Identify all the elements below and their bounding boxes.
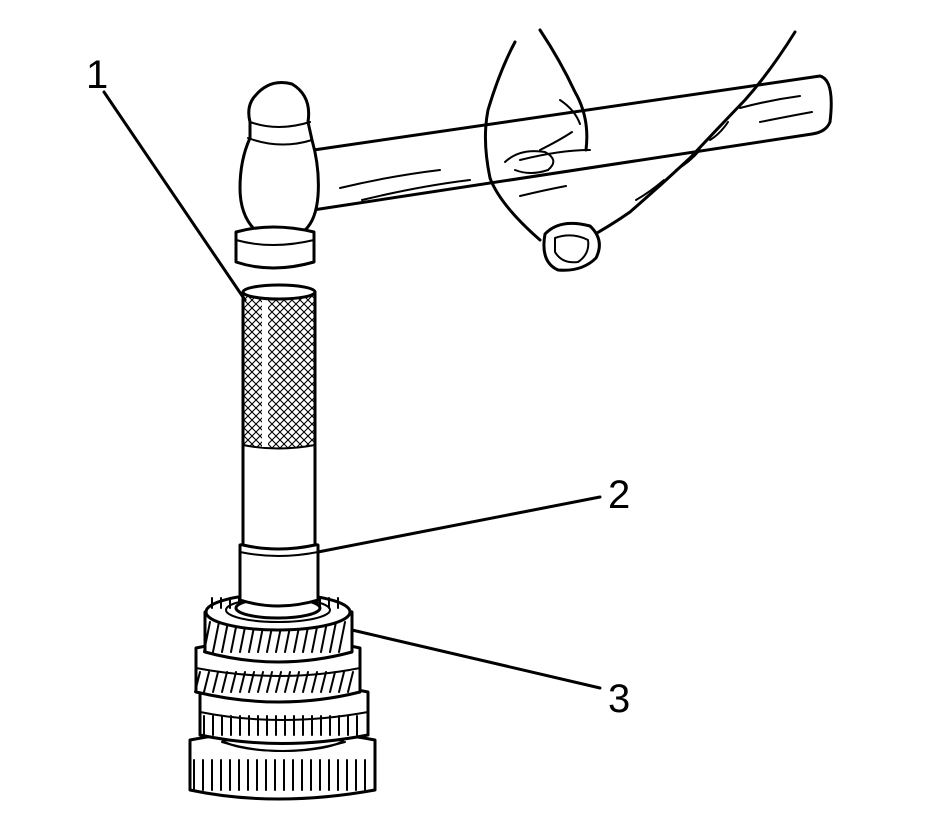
callout-2: 2 <box>608 473 630 517</box>
gear-tooth <box>203 671 210 693</box>
leader-line-2 <box>316 495 602 554</box>
gear-tooth <box>230 671 237 693</box>
gear-tooth <box>194 671 201 693</box>
top-gear <box>203 592 354 664</box>
callout-labels: 1 2 3 <box>86 53 630 721</box>
gear-tooth <box>212 621 220 653</box>
gear-tooth <box>338 671 345 693</box>
gear-tooth <box>203 621 211 653</box>
gear-tooth <box>338 621 346 653</box>
gear-stack <box>188 592 377 801</box>
gear-tooth <box>221 671 228 693</box>
gear-tooth <box>320 621 328 653</box>
gear-tooth <box>212 671 219 693</box>
leader-lines <box>102 90 602 690</box>
gear-tooth <box>329 621 337 653</box>
callout-1: 1 <box>86 53 108 97</box>
gear-tooth <box>347 671 354 693</box>
driver-tool <box>238 283 320 608</box>
gear-tooth <box>329 671 336 693</box>
callout-3: 3 <box>608 677 630 721</box>
leader-line-3 <box>350 628 602 690</box>
gear-tooth <box>221 621 229 653</box>
hand <box>483 28 797 272</box>
hammer <box>234 74 833 270</box>
leader-line-1 <box>102 90 247 302</box>
gear-tooth <box>320 671 327 693</box>
